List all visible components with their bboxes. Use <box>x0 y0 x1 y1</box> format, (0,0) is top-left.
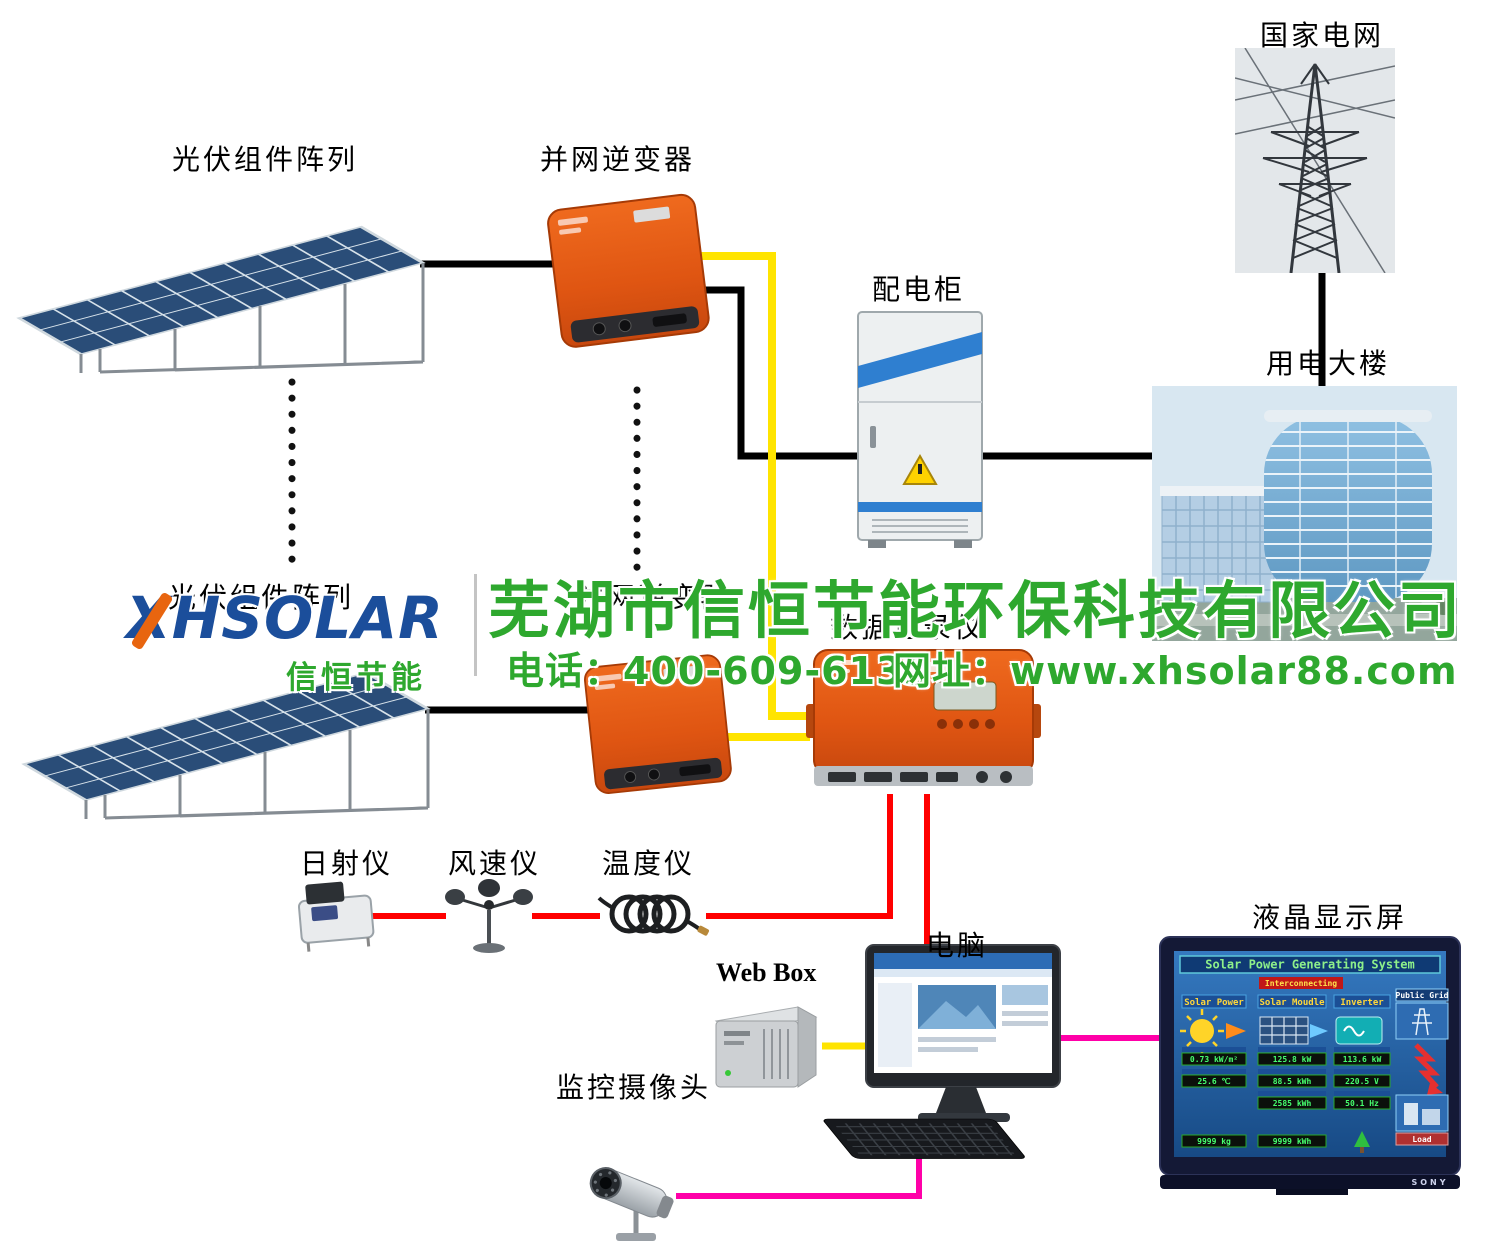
label-data-logger: 数据记录仪 <box>830 611 986 644</box>
anemometer-image <box>445 879 533 953</box>
sun-icon <box>1190 1019 1214 1043</box>
inverter-bottom-image <box>583 654 732 795</box>
data-logger-image <box>806 649 1041 786</box>
cable-sensors-datalogger <box>706 794 893 919</box>
label-state-grid: 国家电网 <box>1260 19 1385 52</box>
label-thermometer: 温度仪 <box>602 847 696 880</box>
inverter-top-image <box>547 193 710 348</box>
arrow-icon <box>1310 1024 1328 1038</box>
label-webbox: Web Box <box>716 958 817 987</box>
label-lcd: 液晶显示屏 <box>1252 901 1408 934</box>
tv-panel-solar-power: Solar Power <box>1184 998 1244 1008</box>
camera-image <box>589 1167 674 1241</box>
tv-value: 9999 kg <box>1197 1137 1231 1146</box>
tv-value: 125.8 kW <box>1273 1055 1312 1064</box>
label-inverter-top: 并网逆变器 <box>540 143 696 176</box>
grid-tower-icon <box>1412 1008 1432 1036</box>
watermark-phone: 电话：400-609-6133 <box>506 649 931 693</box>
cable-inverter1-cabinet <box>693 286 860 460</box>
tv-value: 113.6 kW <box>1343 1055 1382 1064</box>
inverter-icon <box>1335 1016 1383 1045</box>
tv-panel-load: Load <box>1412 1135 1431 1144</box>
webbox-image <box>714 1006 818 1088</box>
power-flow-arrow-icon <box>1413 1043 1441 1089</box>
label-computer: 电脑 <box>926 929 989 962</box>
tv-brand: SONY <box>1411 1178 1448 1187</box>
label-pyranometer: 日射仪 <box>300 847 394 880</box>
distribution-cabinet-image <box>857 311 983 548</box>
load-building-icon <box>1404 1103 1418 1125</box>
computer-image <box>823 944 1061 1159</box>
label-pv-array-top: 光伏组件阵列 <box>172 143 359 176</box>
pv-array-bottom-image <box>21 671 431 820</box>
cable-inverter1-datalogger <box>698 252 810 720</box>
label-pv-array-bottom: 光伏组件阵列 <box>168 581 355 614</box>
label-anemometer: 风速仪 <box>448 847 542 880</box>
tv-value: 88.5 kWh <box>1273 1077 1312 1086</box>
label-camera: 监控摄像头 <box>556 1071 712 1104</box>
building-image <box>1152 386 1457 641</box>
tv-value: 50.1 Hz <box>1345 1099 1379 1108</box>
label-cabinet: 配电柜 <box>872 273 966 306</box>
company-logo: XHSOLAR <box>126 584 444 652</box>
thermometer-image <box>597 894 710 936</box>
tree-icon <box>1354 1131 1370 1147</box>
lcd-display-image: Solar Power Generating System Interconne… <box>1159 936 1461 1195</box>
pv-array-top-image <box>16 225 426 374</box>
arrow-icon <box>1226 1023 1246 1039</box>
tv-panel-inverter: Inverter <box>1340 998 1384 1008</box>
tv-value: 0.73 kW/m² <box>1190 1055 1238 1064</box>
label-inverter-bottom: 并网逆变器 <box>576 581 732 614</box>
watermark-company-name: 芜湖市信恒节能环保科技有限公司 <box>488 574 1464 647</box>
tv-panel-solar-module: Solar Moudle <box>1259 998 1325 1008</box>
watermark-website: 网址：www.xhsolar88.com <box>893 649 1458 693</box>
tv-title: Solar Power Generating System <box>1205 958 1415 972</box>
state-grid-tower-image <box>1235 48 1395 273</box>
label-building: 用电大楼 <box>1266 347 1391 380</box>
logo-divider <box>474 574 477 676</box>
tv-status: Interconnecting <box>1265 978 1337 988</box>
tv-value: 2585 kWh <box>1273 1099 1312 1108</box>
tv-value: 9999 kWh <box>1273 1137 1312 1146</box>
tv-value: 220.5 V <box>1345 1077 1379 1086</box>
tv-value: 25.6 ℃ <box>1197 1077 1230 1086</box>
cable-camera-computer <box>676 1156 922 1199</box>
pyranometer-image <box>297 881 375 952</box>
company-logo-subtitle: 信恒节能 <box>286 660 426 696</box>
logger-lcd <box>933 681 997 711</box>
tv-panel-public-grid: Public Grid <box>1396 990 1449 1000</box>
